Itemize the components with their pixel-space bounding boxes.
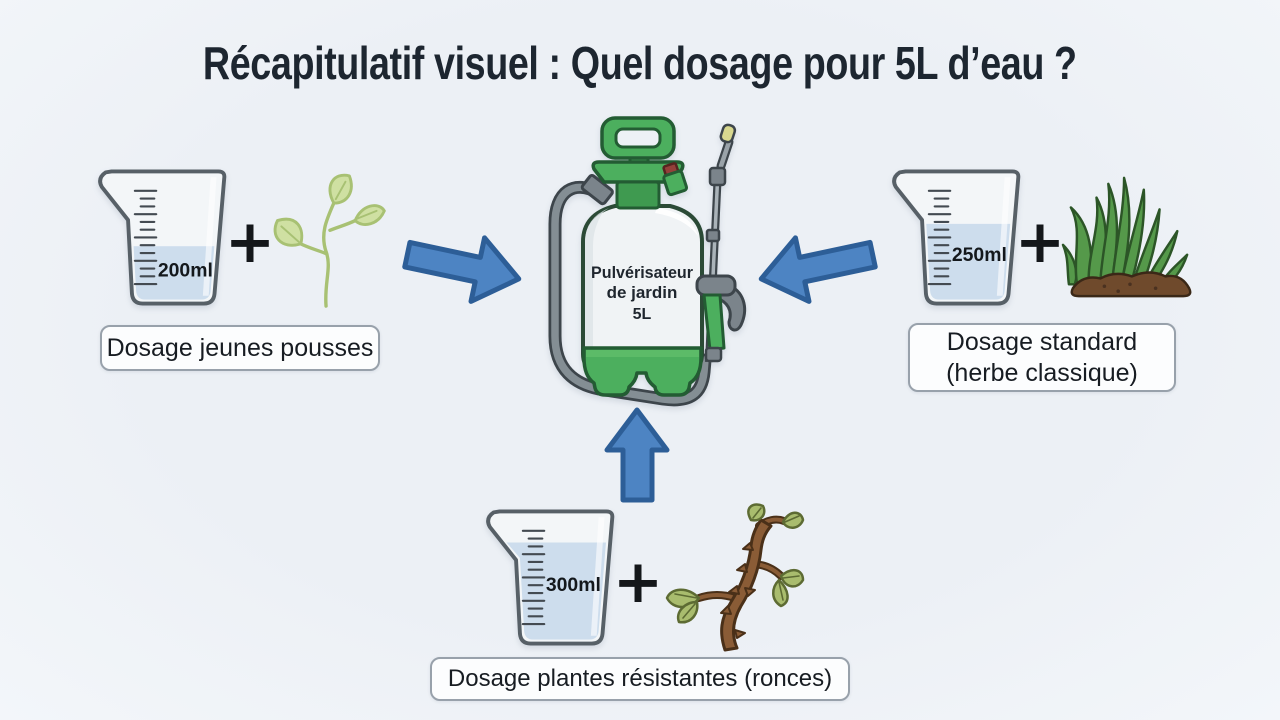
dosage-label-text: Dosage jeunes pousses: [106, 333, 374, 362]
dosage-label-line2: (herbe classique): [946, 358, 1138, 387]
sprayer-label-line3: 5L: [633, 306, 652, 323]
dosage-label-text: Dosage plantes résistantes (ronces): [447, 665, 833, 693]
volume-label: 300ml: [546, 574, 601, 596]
safety-valve: [662, 162, 689, 197]
spray-wand: [695, 123, 747, 363]
bramble-icon: [665, 503, 805, 652]
arrow-right-icon: [402, 235, 522, 304]
graduation-ticks: [133, 189, 158, 286]
measuring-cup-250ml-icon: 250ml: [892, 169, 1021, 306]
plus-sign: +: [1014, 207, 1066, 277]
arrow-left-icon: [758, 235, 878, 304]
grass-icon: [1061, 176, 1192, 298]
nozzle-tip: [719, 123, 737, 144]
garden-sprayer-icon: Pulvérisateur de jardin 5L: [548, 116, 747, 407]
measuring-cup-200ml-icon: 200ml: [98, 169, 227, 306]
measuring-cup-300ml-icon: 300ml: [486, 509, 615, 646]
dosage-label-resistant-plants: Dosage plantes résistantes (ronces): [430, 657, 850, 701]
volume-label: 200ml: [158, 259, 213, 281]
page-title: Récapitulatif visuel : Quel dosage pour …: [203, 37, 1077, 89]
graduation-ticks: [521, 529, 546, 626]
arrow-up-icon: [604, 407, 670, 503]
volume-label: 250ml: [952, 244, 1007, 266]
seedling-icon: [273, 173, 386, 308]
sprayer-label-line2: de jardin: [607, 283, 678, 302]
bramble-stem: [720, 518, 773, 652]
tank-base: [582, 346, 703, 397]
dosage-label-line1: Dosage standard: [946, 328, 1138, 356]
thorns: [720, 542, 756, 639]
sprayer-label-line1: Pulvérisateur: [591, 263, 693, 282]
plus-sign: +: [612, 547, 664, 617]
dosage-label-standard: Dosage standard (herbe classique): [908, 323, 1176, 392]
trigger-handle: [714, 284, 747, 332]
dosage-label-young-shoots: Dosage jeunes pousses: [100, 325, 380, 371]
graduation-ticks: [927, 189, 952, 286]
plus-sign: +: [224, 207, 276, 277]
